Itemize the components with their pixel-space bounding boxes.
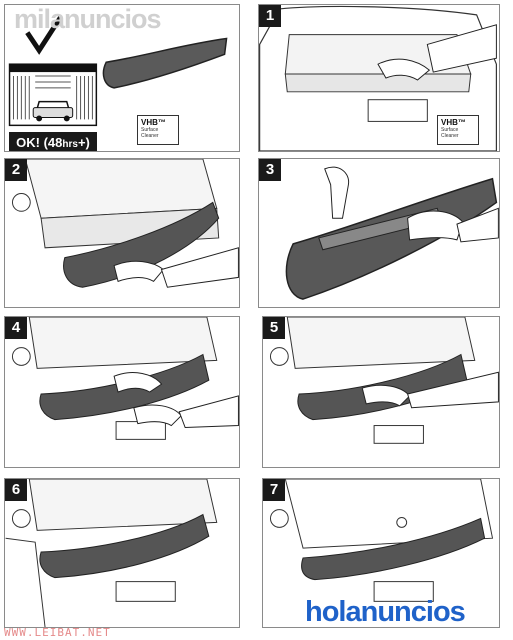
step-2-panel: 2 — [4, 158, 240, 308]
step-6-panel: 6 — [4, 478, 240, 628]
step-4-panel: 4 — [4, 316, 240, 468]
hand-wiping-icon — [377, 58, 431, 81]
checkmark-icon — [25, 15, 63, 55]
step-2-illustration — [11, 159, 239, 288]
holanuncios-logo: holanuncios — [305, 596, 466, 628]
step-7-illustration — [270, 479, 494, 602]
step-1-panel: 1 VHB™ Surface Cleaner — [258, 4, 500, 152]
step-2-number: 2 — [5, 159, 27, 181]
step-7-panel: 7 — [262, 478, 500, 628]
step-3-panel: 3 — [258, 158, 500, 308]
step-1-number: 1 — [259, 5, 281, 27]
vhb-cleaner-label: VHB™ Surface Cleaner — [137, 115, 179, 145]
step-1-illustration — [259, 5, 497, 151]
ok-48hrs-badge: OK! (48hrs+) — [9, 132, 97, 151]
intro-illustration — [8, 15, 228, 127]
watermark-top-logo: milanuncios — [14, 4, 162, 34]
step-5-panel: 5 — [262, 316, 500, 468]
step-1-vhb-label: VHB™ Surface Cleaner — [437, 115, 479, 145]
step-5-illustration — [269, 317, 499, 444]
step-3-number: 3 — [259, 159, 281, 181]
watermark-bottom-url: WWW.LEIBAT.NET — [4, 626, 111, 639]
intro-panel: OK! (48hrs+) VHB™ Surface Cleaner — [4, 4, 240, 152]
step-3-illustration — [285, 166, 499, 300]
hand-peeling-icon — [324, 166, 350, 219]
car-wash-icon — [8, 63, 98, 127]
bumper-strip-icon — [102, 37, 228, 89]
step-5-number: 5 — [263, 317, 285, 339]
step-4-number: 4 — [5, 317, 27, 339]
step-6-illustration — [5, 479, 218, 627]
step-6-number: 6 — [5, 479, 27, 501]
step-7-number: 7 — [263, 479, 285, 501]
step-4-illustration — [11, 317, 239, 440]
